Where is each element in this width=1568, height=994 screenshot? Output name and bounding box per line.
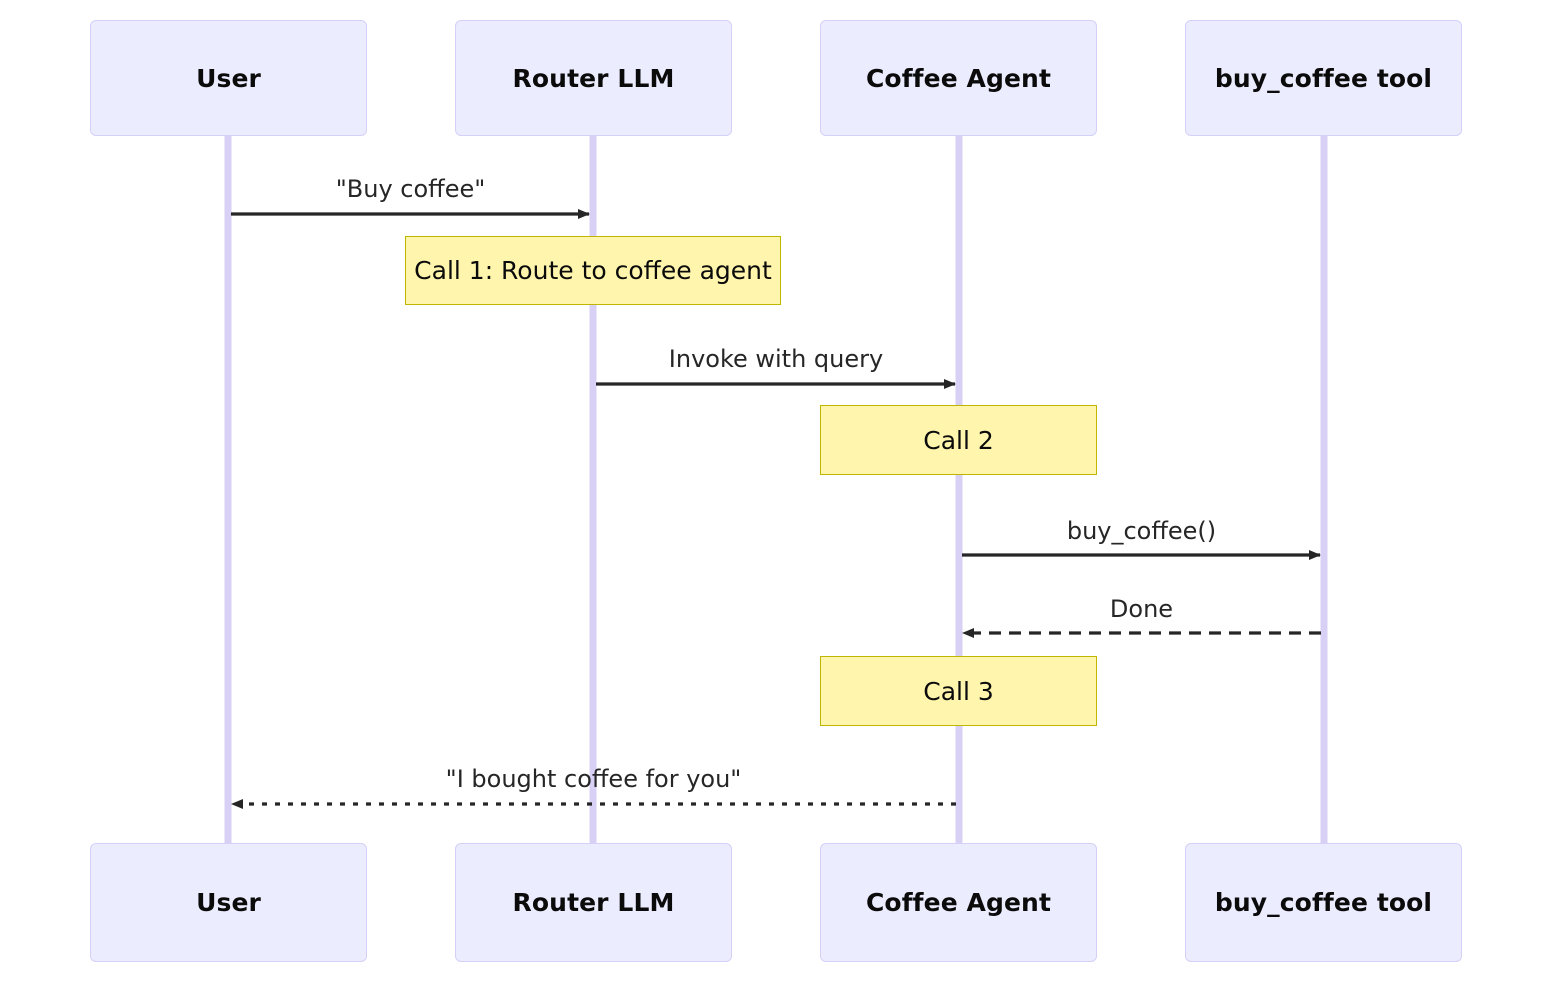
- participant-label-agent: Coffee Agent: [865, 63, 1052, 93]
- participant-tool-top[interactable]: buy_coffee tool: [1185, 20, 1462, 136]
- participant-user-bottom[interactable]: User: [90, 843, 367, 962]
- participant-agent-top[interactable]: Coffee Agent: [820, 20, 1097, 136]
- note-n2[interactable]: Call 2: [820, 405, 1097, 475]
- participant-label-tool: buy_coffee tool: [1214, 63, 1433, 93]
- message-label-m4: Done: [1109, 595, 1174, 623]
- participant-router-top[interactable]: Router LLM: [455, 20, 732, 136]
- message-arrows-group: [231, 209, 1321, 809]
- participant-label-user: User: [196, 888, 261, 917]
- participant-label-user: User: [196, 63, 261, 93]
- message-label-m2: Invoke with query: [668, 345, 884, 373]
- participant-label-router: Router LLM: [512, 63, 675, 93]
- note-n1[interactable]: Call 1: Route to coffee agent: [405, 236, 781, 305]
- note-label-n3: Call 3: [923, 676, 994, 706]
- participant-label-router: Router LLM: [512, 888, 675, 917]
- note-label-n1: Call 1: Route to coffee agent: [414, 256, 772, 285]
- participant-label-tool: buy_coffee tool: [1214, 888, 1433, 917]
- message-label-m3: buy_coffee(): [1066, 517, 1217, 545]
- note-n3[interactable]: Call 3: [820, 656, 1097, 726]
- participant-user-top[interactable]: User: [90, 20, 367, 136]
- message-label-m5: "I bought coffee for you": [445, 765, 742, 793]
- message-label-m1: "Buy coffee": [335, 175, 486, 203]
- participant-router-bottom[interactable]: Router LLM: [455, 843, 732, 962]
- note-label-n2: Call 2: [923, 425, 994, 455]
- participant-tool-bottom[interactable]: buy_coffee tool: [1185, 843, 1462, 962]
- participant-agent-bottom[interactable]: Coffee Agent: [820, 843, 1097, 962]
- participant-label-agent: Coffee Agent: [865, 888, 1052, 917]
